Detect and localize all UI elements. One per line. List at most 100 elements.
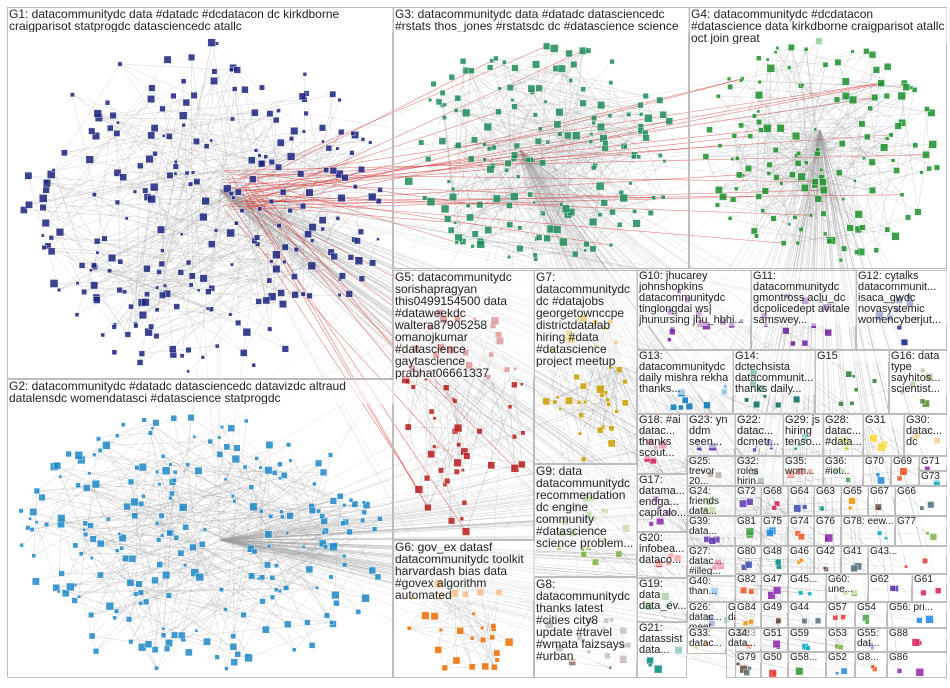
group-label: G66 [896, 487, 948, 497]
group-box-g54: G54 [855, 602, 887, 628]
group-box-g55: G55: dat... [855, 628, 887, 652]
group-label: G59 [789, 629, 827, 639]
group-label: G19: data data_ev... [638, 579, 688, 612]
group-box-g36: G36: #iot... [823, 456, 863, 486]
group-label: G1: datacommunitydc data #datadc #dcdata… [8, 8, 394, 32]
group-box-g48: G48 [761, 546, 788, 574]
group-label: G57 [827, 603, 856, 613]
group-box-g51: G51 [761, 628, 788, 652]
group-label: G6: gov_ex datasf datacommunitydc toolki… [394, 541, 535, 601]
group-box-g28: G28: datac... #data... [823, 414, 863, 456]
group-label: G71 [920, 457, 948, 467]
group-box-g84: G84 [735, 602, 761, 628]
group-label: G86 [888, 653, 948, 663]
group-label: G30: datac... dc [905, 415, 948, 448]
group-label: G10: jhucarey johnshopkins datacommunity… [638, 271, 752, 326]
group-label: G55: dat... [856, 629, 888, 649]
group-box-g82: G82 [735, 574, 761, 602]
group-box-g49: G49 [761, 602, 788, 628]
group-box-g2: G2: datacommunitydc #datadc datascienced… [7, 379, 393, 678]
group-label: G2: datacommunitydc #datadc datascienced… [8, 380, 394, 404]
group-box-g6: G6: gov_ex datasf datacommunitydc toolki… [393, 540, 534, 678]
group-box-g37: G37: data... [726, 602, 735, 628]
group-box-g65: G65 [841, 486, 868, 516]
group-label: G8... [856, 653, 888, 663]
group-box-g78: G78: eew... [841, 516, 895, 546]
group-label: G70 [864, 457, 892, 467]
group-box-g66: G66 [895, 486, 947, 516]
group-label: G62 [869, 575, 913, 585]
group-box-g8: G8: datacommunitydc thanks latest #citie… [534, 577, 637, 678]
group-label: G56: pri... [888, 603, 948, 613]
group-label: G47 [762, 575, 789, 585]
group-label: G64 [789, 487, 815, 497]
group-box-g74: G74 [788, 516, 814, 546]
group-box-g81: G81 [735, 516, 761, 546]
group-box-g80: G80 [735, 546, 761, 574]
group-label: G68 [762, 487, 789, 497]
group-box-g56: G56: pri... [887, 602, 947, 628]
group-box-g31: G31 [863, 414, 904, 456]
group-box-g14: G14: dctechsista datacommunit... thanks … [733, 350, 815, 414]
group-box-g40: G40: than... [687, 576, 735, 602]
group-box-g53: G53 [826, 628, 855, 652]
group-label: G58... [789, 653, 827, 663]
group-label: G20: infobea... dataco... [638, 533, 688, 566]
group-box-g11: G11: datacommunitydc gmontross aclu_dc d… [751, 270, 856, 350]
group-box-g42: G42 [814, 546, 841, 574]
group-box-g19: G19: data data_ev... [637, 578, 687, 622]
group-box-g35: G35: wom... [783, 456, 823, 486]
group-box-g79: G79 [735, 652, 761, 678]
group-label: G27: datac... #illeg... [688, 547, 736, 575]
group-box-g41: G41 [841, 546, 868, 574]
group-box-g13: G13: datacommunitydc daily mishra rekha … [637, 350, 733, 414]
group-label: G9: data datacommunitydc recommendation … [535, 465, 638, 549]
group-label: G74 [789, 517, 815, 527]
group-label: G65 [842, 487, 869, 497]
group-label: G24: friends data... [688, 487, 736, 515]
group-label: G21: datassist data... [638, 623, 688, 656]
group-label: G78: eew... [842, 517, 896, 527]
group-label: G41 [842, 547, 869, 557]
group-box-g12: G12: cytalks datacommunit... isaca_gwdc … [856, 270, 947, 350]
group-label: G84 [736, 603, 762, 613]
group-label: G51 [762, 629, 789, 639]
group-label: G8: datacommunitydc thanks latest #citie… [535, 578, 638, 662]
group-box-g16: G16: data type sayhitos... scientist... [889, 350, 947, 414]
group-box-g64: G64 [788, 486, 814, 516]
group-box-g17: G17: datama... endga... capitalo... [637, 474, 687, 532]
group-label: G77 [896, 517, 948, 527]
group-box-g88: G88 [887, 628, 947, 652]
group-label: G69 [892, 457, 920, 467]
group-label: G11: datacommunitydc gmontross aclu_dc d… [752, 271, 857, 326]
group-label: G46 [789, 547, 815, 557]
group-box-g39: G39: data... [687, 516, 735, 546]
group-box-g75: G75 [761, 516, 788, 546]
group-label: G50 [762, 653, 789, 663]
group-box-g70: G70 [863, 456, 891, 486]
group-label: G18: #ai datac... thanks scout... [638, 415, 688, 459]
group-box-g52: G52 [826, 652, 855, 678]
group-box-g71: G71 [919, 456, 947, 471]
group-label: G60: une... [827, 575, 869, 595]
group-label: G17: datama... endga... capitalo... [638, 475, 688, 519]
group-label: G13: datacommunitydc daily mishra rekha … [638, 351, 734, 395]
group-label: G73 [920, 472, 948, 482]
group-box-g7: G7: datacommunitydc dc #datajobs georget… [534, 270, 637, 464]
group-label: G52 [827, 653, 856, 663]
group-label: G40: than... [688, 577, 736, 597]
group-label: G44 [789, 603, 827, 613]
group-label: G12: cytalks datacommunit... isaca_gwdc … [857, 271, 948, 326]
group-box-g60: G60: une... [826, 574, 868, 602]
group-box-g50: G50 [761, 652, 788, 678]
group-box-g76: G76 [814, 516, 841, 546]
group-label: G22: datac... dcmetr... [736, 415, 784, 448]
group-box-g32: G32: roles hirin... [735, 456, 783, 486]
group-box-g1: G1: datacommunitydc data #datadc #dcdata… [7, 7, 393, 379]
group-label: G88 [888, 629, 948, 639]
group-box-g44: G44 [788, 602, 826, 628]
group-label: G63 [815, 487, 842, 497]
group-box-g46: G46 [788, 546, 814, 574]
group-box-g61: G61 [912, 574, 947, 602]
